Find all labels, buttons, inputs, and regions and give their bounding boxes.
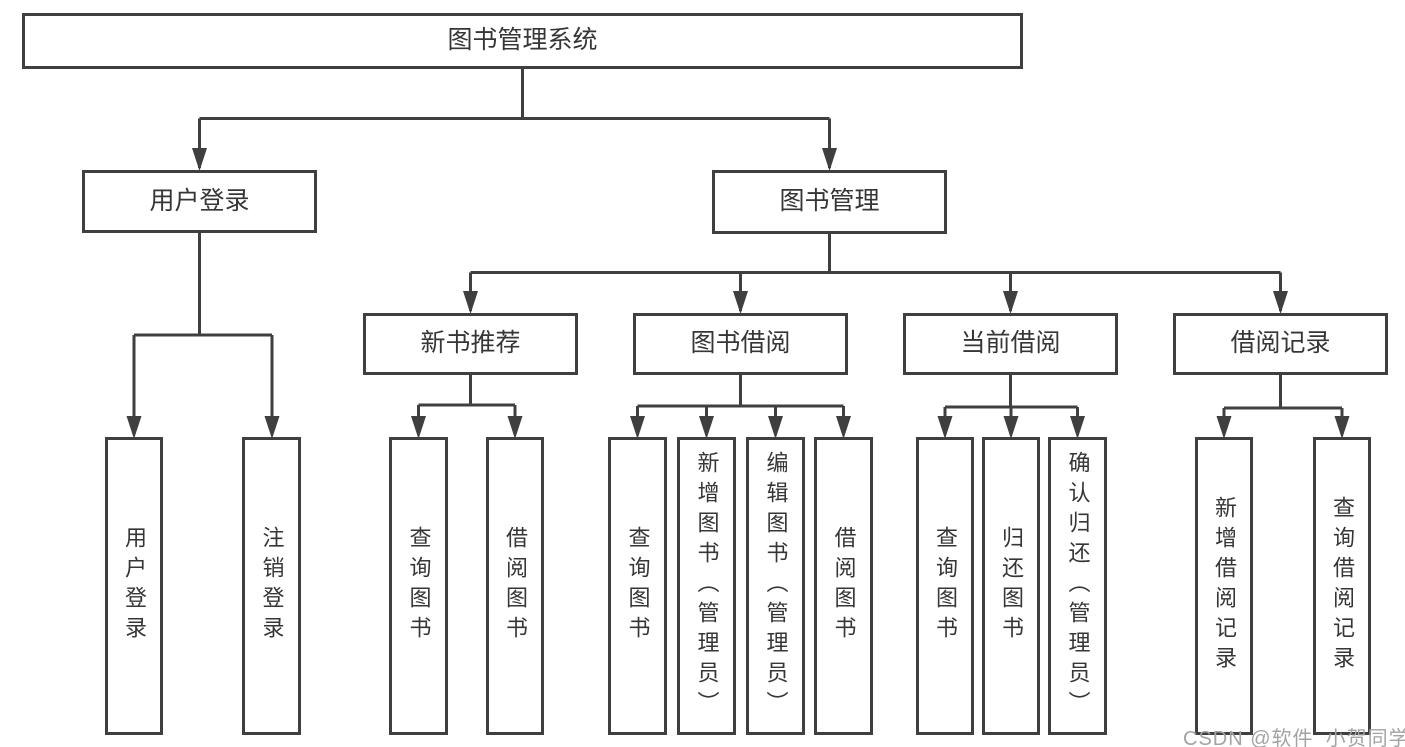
leaf-query-books-rec-label: 查询图书 (406, 526, 432, 646)
leaf-borrow-books-rec: 借阅图书 (486, 437, 544, 735)
leaf-confirm-return-admin: 确认归还（管理员） (1048, 437, 1107, 735)
leaf-query-books-current-label: 查询图书 (933, 526, 958, 646)
node-current-borrow: 当前借阅 (903, 313, 1118, 375)
connector-book-mgmt (469, 234, 1282, 311)
node-library-system-label: 图书管理系统 (447, 26, 598, 55)
node-user-login: 用户登录 (82, 170, 317, 233)
leaf-return-books: 归还图书 (982, 437, 1040, 735)
leaf-query-borrow-record-label: 查询借阅记录 (1330, 496, 1355, 676)
leaf-return-books-label: 归还图书 (999, 526, 1024, 646)
node-book-borrow-label: 图书借阅 (690, 329, 791, 358)
leaf-edit-books-admin: 编辑图书（管理员） (746, 437, 805, 735)
leaf-add-borrow-record: 新增借阅记录 (1195, 437, 1253, 735)
csdn-watermark: CSDN @软件_小贺同学 (1183, 728, 1405, 747)
connector-new-book-rec (417, 375, 517, 434)
connector-user-login (132, 233, 274, 434)
leaf-add-books-admin: 新增图书（管理员） (677, 437, 736, 735)
leaf-query-books-borrow-label: 查询图书 (625, 526, 651, 646)
node-new-book-rec-label: 新书推荐 (420, 329, 521, 358)
leaf-query-books-current: 查询图书 (916, 437, 974, 735)
node-user-login-label: 用户登录 (149, 186, 250, 215)
leaf-user-login-label: 用户登录 (122, 526, 147, 646)
leaf-query-books-borrow: 查询图书 (608, 437, 667, 735)
connector-book-borrow (636, 375, 845, 434)
node-book-mgmt-label: 图书管理 (779, 187, 880, 216)
arrowheads (126, 148, 1350, 439)
node-new-book-rec: 新书推荐 (363, 313, 578, 375)
connector-root (198, 69, 831, 168)
node-borrow-records-label: 借阅记录 (1230, 329, 1331, 358)
leaf-logout: 注销登录 (242, 437, 301, 735)
leaf-confirm-return-admin-label: 确认归还（管理员） (1065, 451, 1091, 721)
leaf-query-borrow-record: 查询借阅记录 (1313, 437, 1371, 735)
node-book-mgmt: 图书管理 (712, 170, 947, 234)
node-current-borrow-label: 当前借阅 (960, 329, 1061, 358)
leaf-borrow-books-rec-label: 借阅图书 (503, 526, 528, 646)
leaf-borrow-books: 借阅图书 (814, 437, 873, 735)
leaf-user-login: 用户登录 (105, 437, 163, 735)
connector-borrow-records (1222, 375, 1344, 434)
leaf-logout-label: 注销登录 (259, 526, 285, 646)
leaf-edit-books-admin-label: 编辑图书（管理员） (763, 451, 789, 721)
leaf-query-books-rec: 查询图书 (389, 437, 448, 735)
node-book-borrow: 图书借阅 (633, 313, 848, 375)
leaf-borrow-books-label: 借阅图书 (831, 526, 857, 646)
node-library-system: 图书管理系统 (22, 13, 1023, 69)
leaf-add-books-admin-label: 新增图书（管理员） (694, 451, 720, 721)
leaf-add-borrow-record-label: 新增借阅记录 (1212, 496, 1237, 676)
node-borrow-records: 借阅记录 (1173, 313, 1388, 375)
